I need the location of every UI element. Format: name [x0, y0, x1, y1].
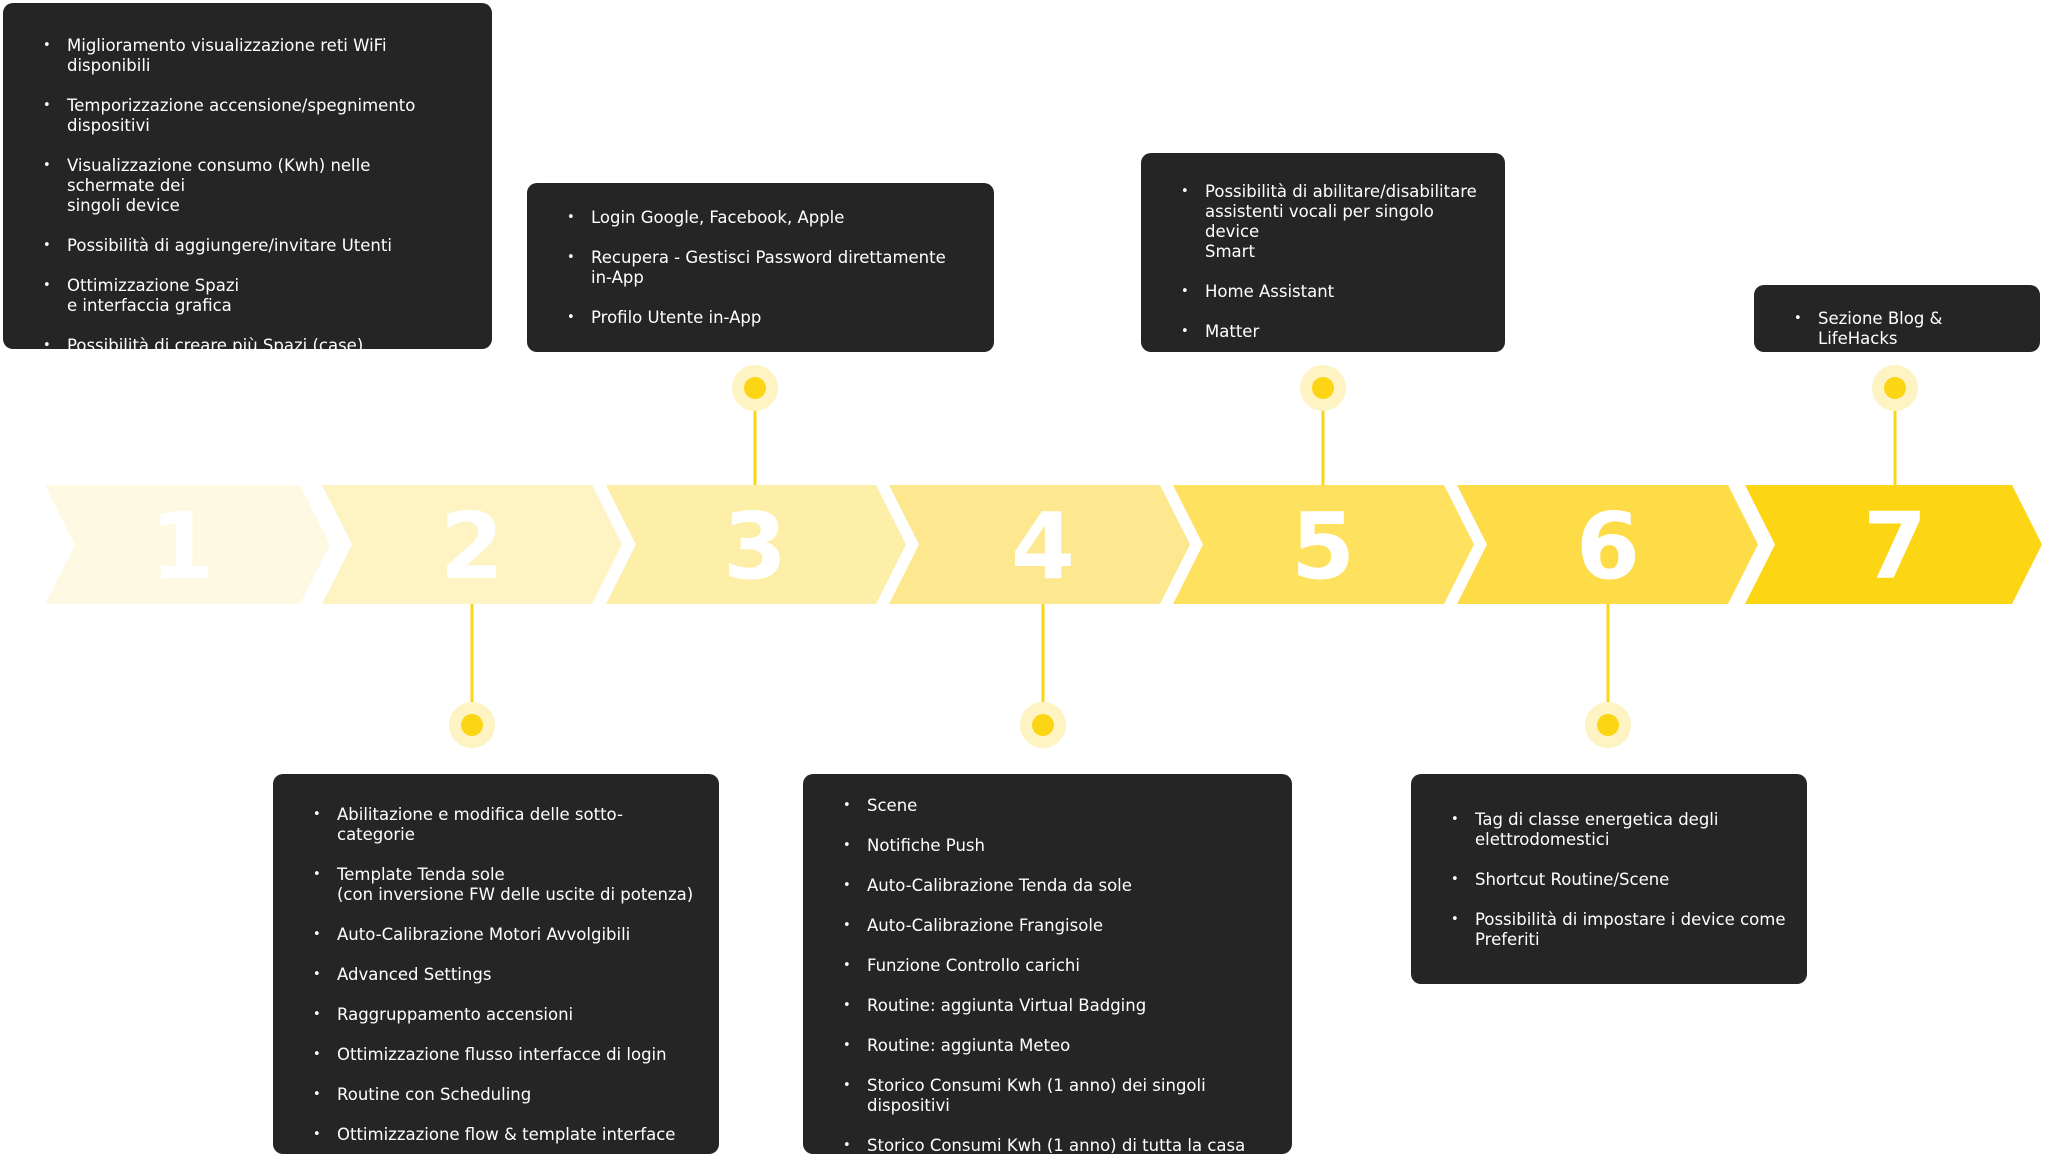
step-3-item: Recupera - Gestisci Password direttament… [567, 248, 964, 288]
step-2-chevron [322, 485, 622, 604]
step-5-item: Possibilità di abilitare/disabilitare as… [1181, 182, 1480, 262]
step-5-chevron [1173, 485, 1474, 604]
step-7-chevron [1745, 485, 2042, 604]
step-6-number: 6 [1576, 493, 1640, 600]
step-2-list: Abilitazione e modifica delle sotto-cate… [313, 805, 699, 1145]
step-5-item: Matter [1181, 322, 1480, 342]
step-6-item: Possibilità di impostare i device come P… [1451, 910, 1787, 950]
step-4-item: Auto-Calibrazione Tenda da sole [843, 876, 1277, 896]
step-4-number: 4 [1011, 493, 1075, 600]
step-6-list: Tag di classe energetica degli elettrodo… [1451, 810, 1787, 950]
step-2-item: Raggruppamento accensioni [313, 1005, 699, 1025]
step-3-dot [744, 377, 766, 399]
step-1-item: Possibilità di creare più Spazi (case) [43, 336, 462, 356]
step-1-chevron [45, 485, 330, 604]
step-2-item: Advanced Settings [313, 965, 699, 985]
step-4-item: Scene [843, 796, 1277, 816]
step-1-item: Ottimizzazione Spazi e interfaccia grafi… [43, 276, 462, 316]
step-5-box: Possibilità di abilitare/disabilitare as… [1141, 153, 1505, 352]
step-1-list: Miglioramento visualizzazione reti WiFi … [43, 36, 462, 356]
step-7-number: 7 [1863, 493, 1927, 600]
step-3-box: Login Google, Facebook, Apple Recupera -… [527, 183, 994, 352]
step-3-chevron [606, 485, 906, 604]
step-4-item: Storico Consumi Kwh (1 anno) di tutta la… [843, 1136, 1277, 1156]
step-4-item: Routine: aggiunta Virtual Badging [843, 996, 1277, 1016]
step-3-item: Profilo Utente in-App [567, 308, 964, 328]
step-1-item: Possibilità di aggiungere/invitare Utent… [43, 236, 462, 256]
step-5-dot [1312, 377, 1334, 399]
step-3-item: Login Google, Facebook, Apple [567, 208, 964, 228]
step-6-item: Shortcut Routine/Scene [1451, 870, 1787, 890]
step-4-item: Storico Consumi Kwh (1 anno) dei singoli… [843, 1076, 1277, 1116]
step-1-item: Miglioramento visualizzazione reti WiFi … [43, 36, 462, 76]
step-2-item: Abilitazione e modifica delle sotto-cate… [313, 805, 699, 845]
step-1-box: Miglioramento visualizzazione reti WiFi … [3, 3, 492, 356]
step-7-dot [1884, 377, 1906, 399]
step-2-item: Ottimizzazione flow & template interface [313, 1125, 699, 1145]
step-7-box: Sezione Blog & LifeHacks [1754, 285, 2040, 352]
step-6-item: Tag di classe energetica degli elettrodo… [1451, 810, 1787, 850]
step-1-item: Temporizzazione accensione/spegnimento d… [43, 96, 462, 136]
step-3-list: Login Google, Facebook, Apple Recupera -… [567, 208, 964, 328]
step-5-item: Home Assistant [1181, 282, 1480, 302]
step-4-chevron [889, 485, 1190, 604]
step-1-item: Visualizzazione consumo (Kwh) nelle sche… [43, 156, 462, 216]
step-4-box: Scene Notifiche Push Auto-Calibrazione T… [803, 774, 1292, 1156]
step-4-item: Funzione Controllo carichi [843, 956, 1277, 976]
step-4-item: Notifiche Push [843, 836, 1277, 856]
step-6-chevron [1457, 485, 1758, 604]
step-4-dot [1032, 714, 1054, 736]
step-5-number: 5 [1291, 493, 1355, 600]
step-3-number: 3 [723, 493, 787, 600]
step-7-item: Sezione Blog & LifeHacks [1794, 309, 2025, 349]
step-7-list: Sezione Blog & LifeHacks [1794, 309, 2025, 349]
step-4-item: Routine: aggiunta Meteo [843, 1036, 1277, 1056]
step-4-item: Auto-Calibrazione Frangisole [843, 916, 1277, 936]
step-2-box: Abilitazione e modifica delle sotto-cate… [273, 774, 719, 1154]
step-6-dot [1597, 714, 1619, 736]
step-2-dot [461, 714, 483, 736]
step-2-item: Auto-Calibrazione Motori Avvolgibili [313, 925, 699, 945]
step-2-number: 2 [440, 493, 504, 600]
step-4-list: Scene Notifiche Push Auto-Calibrazione T… [843, 796, 1277, 1156]
step-2-item: Ottimizzazione flusso interfacce di logi… [313, 1045, 699, 1065]
step-2-item: Routine con Scheduling [313, 1085, 699, 1105]
step-2-item: Template Tenda sole (con inversione FW d… [313, 865, 699, 905]
step-5-list: Possibilità di abilitare/disabilitare as… [1181, 182, 1480, 342]
step-6-box: Tag di classe energetica degli elettrodo… [1411, 774, 1807, 984]
step-1-number: 1 [150, 493, 214, 600]
